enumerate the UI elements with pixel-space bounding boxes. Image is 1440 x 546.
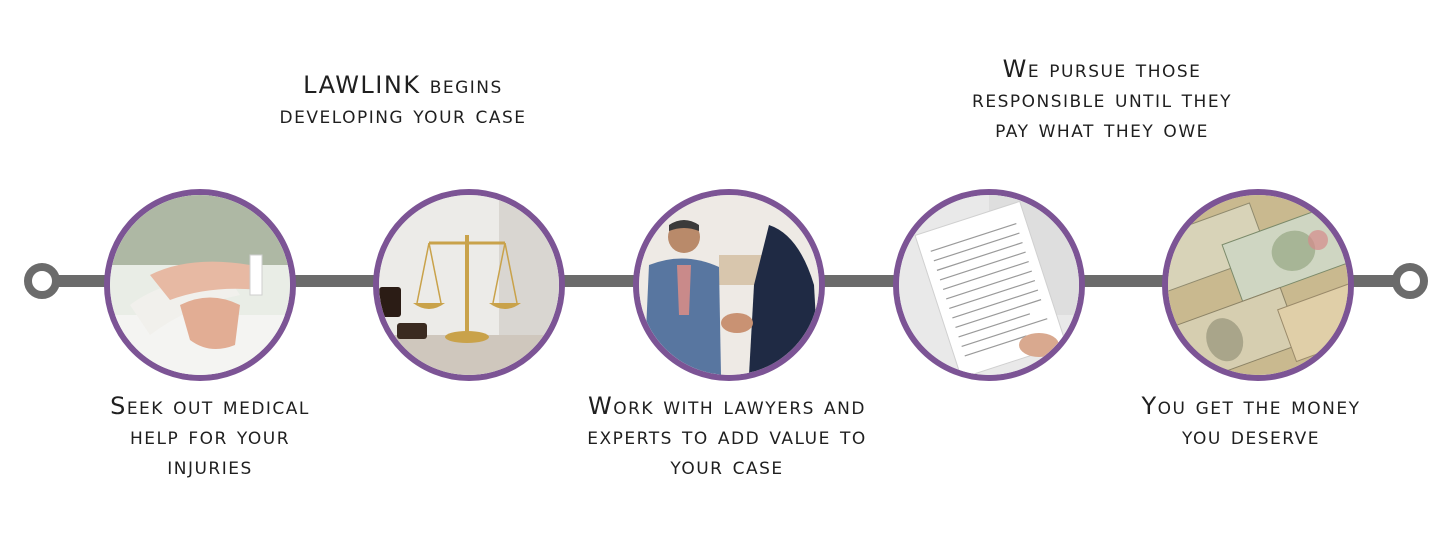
caption-line: experts to add value to	[587, 422, 867, 450]
step-3-caption: Work with lawyers and experts to add val…	[537, 391, 917, 481]
caption-line: you deserve	[1181, 422, 1321, 450]
step-1-caption: Seek out medical help for your injuries	[40, 391, 380, 481]
caption-line: We pursue those	[1002, 55, 1202, 83]
caption-line: injuries	[167, 452, 253, 480]
handshake-icon	[639, 195, 819, 375]
caption-line: Seek out medical	[110, 392, 310, 420]
step-2-caption: LAWLINK begins developing your case	[213, 70, 593, 130]
step-3-image	[633, 189, 825, 381]
bandaged-hand-icon	[110, 195, 290, 375]
step-5-caption: You get the money you deserve	[1091, 391, 1411, 451]
step-2-image	[373, 189, 565, 381]
step-4-caption: We pursue those responsible until they p…	[912, 54, 1292, 144]
caption-line: pay what they owe	[995, 115, 1209, 143]
step-1-image	[104, 189, 296, 381]
dollar-bills-icon	[1168, 195, 1348, 375]
caption-line: You get the money	[1141, 392, 1361, 420]
caption-line: responsible until they	[972, 85, 1232, 113]
timeline-end-node	[1392, 263, 1428, 299]
caption-line: Work with lawyers and	[588, 392, 866, 420]
timeline-start-node	[24, 263, 60, 299]
caption-line: developing your case	[279, 101, 527, 129]
step-5-image	[1162, 189, 1354, 381]
scales-of-justice-icon	[379, 195, 559, 375]
step-4-image	[893, 189, 1085, 381]
caption-line: LAWLINK begins	[303, 71, 503, 99]
caption-line: help for your	[129, 422, 291, 450]
legal-document-icon	[899, 195, 1079, 375]
caption-line: your case	[670, 452, 784, 480]
